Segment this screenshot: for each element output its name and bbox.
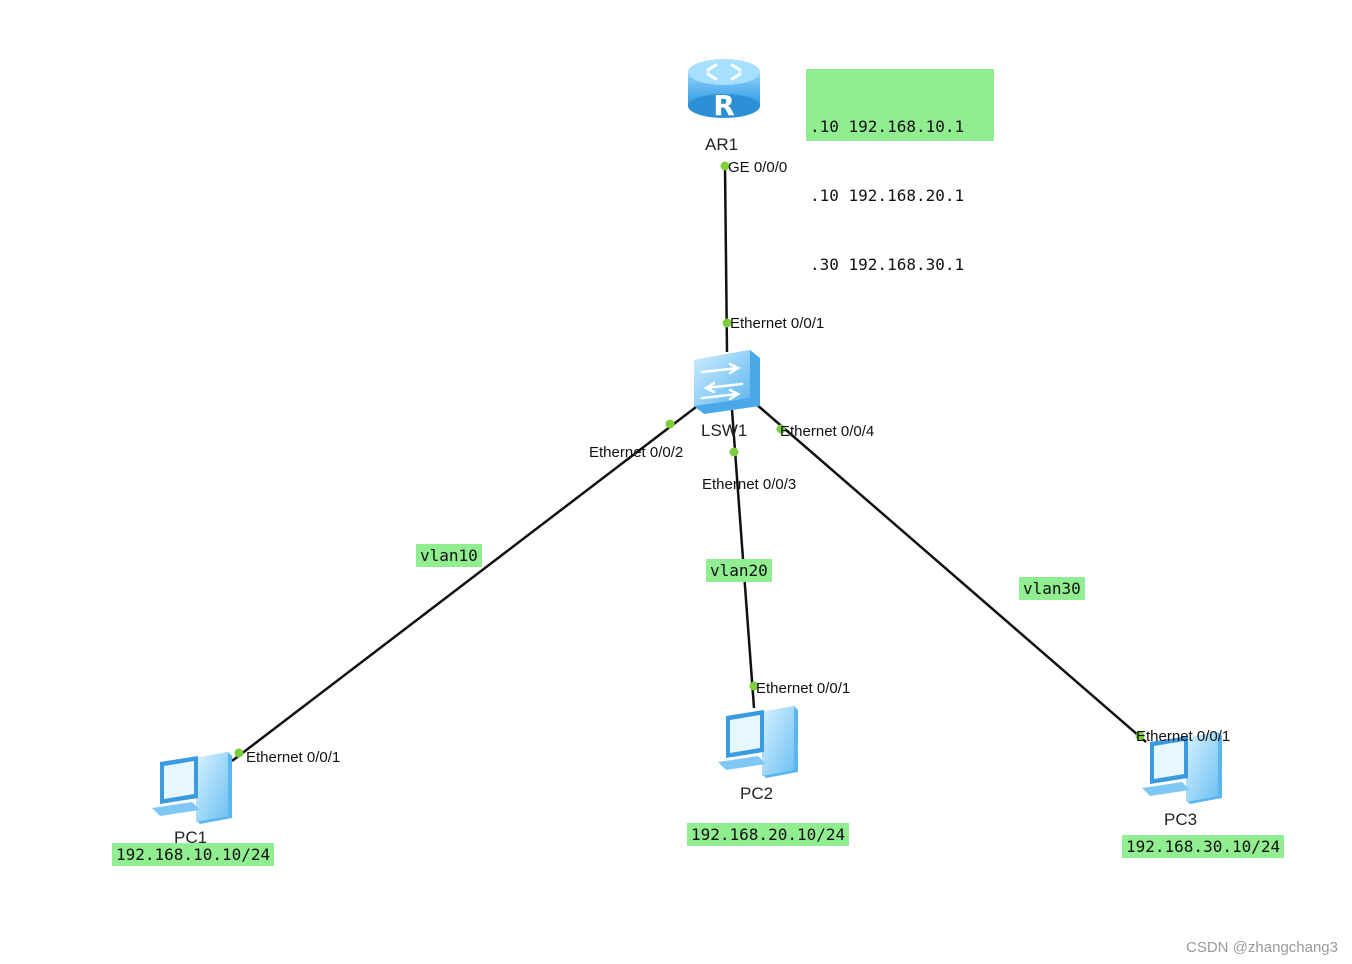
router-subif-line-2: .10 192.168.20.1 [810,186,965,205]
port-dot-pc1 [234,748,244,758]
router-icon[interactable]: R [688,59,760,122]
port-label-lsw1-e1: Ethernet 0/0/1 [730,315,824,332]
link-lsw1-pc3[interactable] [755,403,1147,743]
port-dot-pc3 [1135,731,1145,741]
port-label-pc1: Ethernet 0/0/1 [246,749,340,766]
port-dot-lsw1-e4 [776,424,786,434]
port-label-lsw1-e3: Ethernet 0/0/3 [702,476,796,493]
port-label-lsw1-e4: Ethernet 0/0/4 [780,423,874,440]
pc3-ip-note: 192.168.30.10/24 [1122,835,1285,858]
vlan10-note: vlan10 [416,544,482,567]
port-dot-lsw1-e1 [722,318,732,328]
pc3-icon[interactable] [1142,732,1222,804]
port-dot-ar1-ge [720,161,730,171]
port-label-pc3: Ethernet 0/0/1 [1136,728,1230,745]
watermark: CSDN @zhangchang3 [1186,939,1338,956]
link-lsw1-pc1[interactable] [231,403,701,762]
router-subif-line-1: .10 192.168.10.1 [810,117,965,136]
vlan20-note: vlan20 [706,559,772,582]
switch-icon[interactable] [694,350,760,414]
port-label-ar1-ge: GE 0/0/0 [728,159,787,176]
pc2-icon[interactable] [718,706,798,778]
pc1-ip-note: 192.168.10.10/24 [112,843,275,866]
pc1-icon[interactable] [152,752,232,824]
switch-label: LSW1 [701,421,747,440]
pc3-label: PC3 [1164,810,1197,829]
port-dot-lsw1-e2 [665,419,675,429]
pc2-ip-note: 192.168.20.10/24 [687,823,850,846]
router-subinterface-note: .10 192.168.10.1 .10 192.168.20.1 .30 19… [806,69,994,274]
router-subif-line-3: .30 192.168.30.1 [810,255,965,274]
port-dot-lsw1-e3 [729,447,739,457]
port-label-pc2: Ethernet 0/0/1 [756,680,850,697]
svg-text:R: R [713,89,735,122]
port-dot-pc2 [749,681,759,691]
vlan30-note: vlan30 [1019,577,1085,600]
router-label: AR1 [705,135,738,154]
pc1-label: PC1 [174,828,207,847]
pc2-label: PC2 [740,784,773,803]
port-label-lsw1-e2: Ethernet 0/0/2 [589,444,683,461]
